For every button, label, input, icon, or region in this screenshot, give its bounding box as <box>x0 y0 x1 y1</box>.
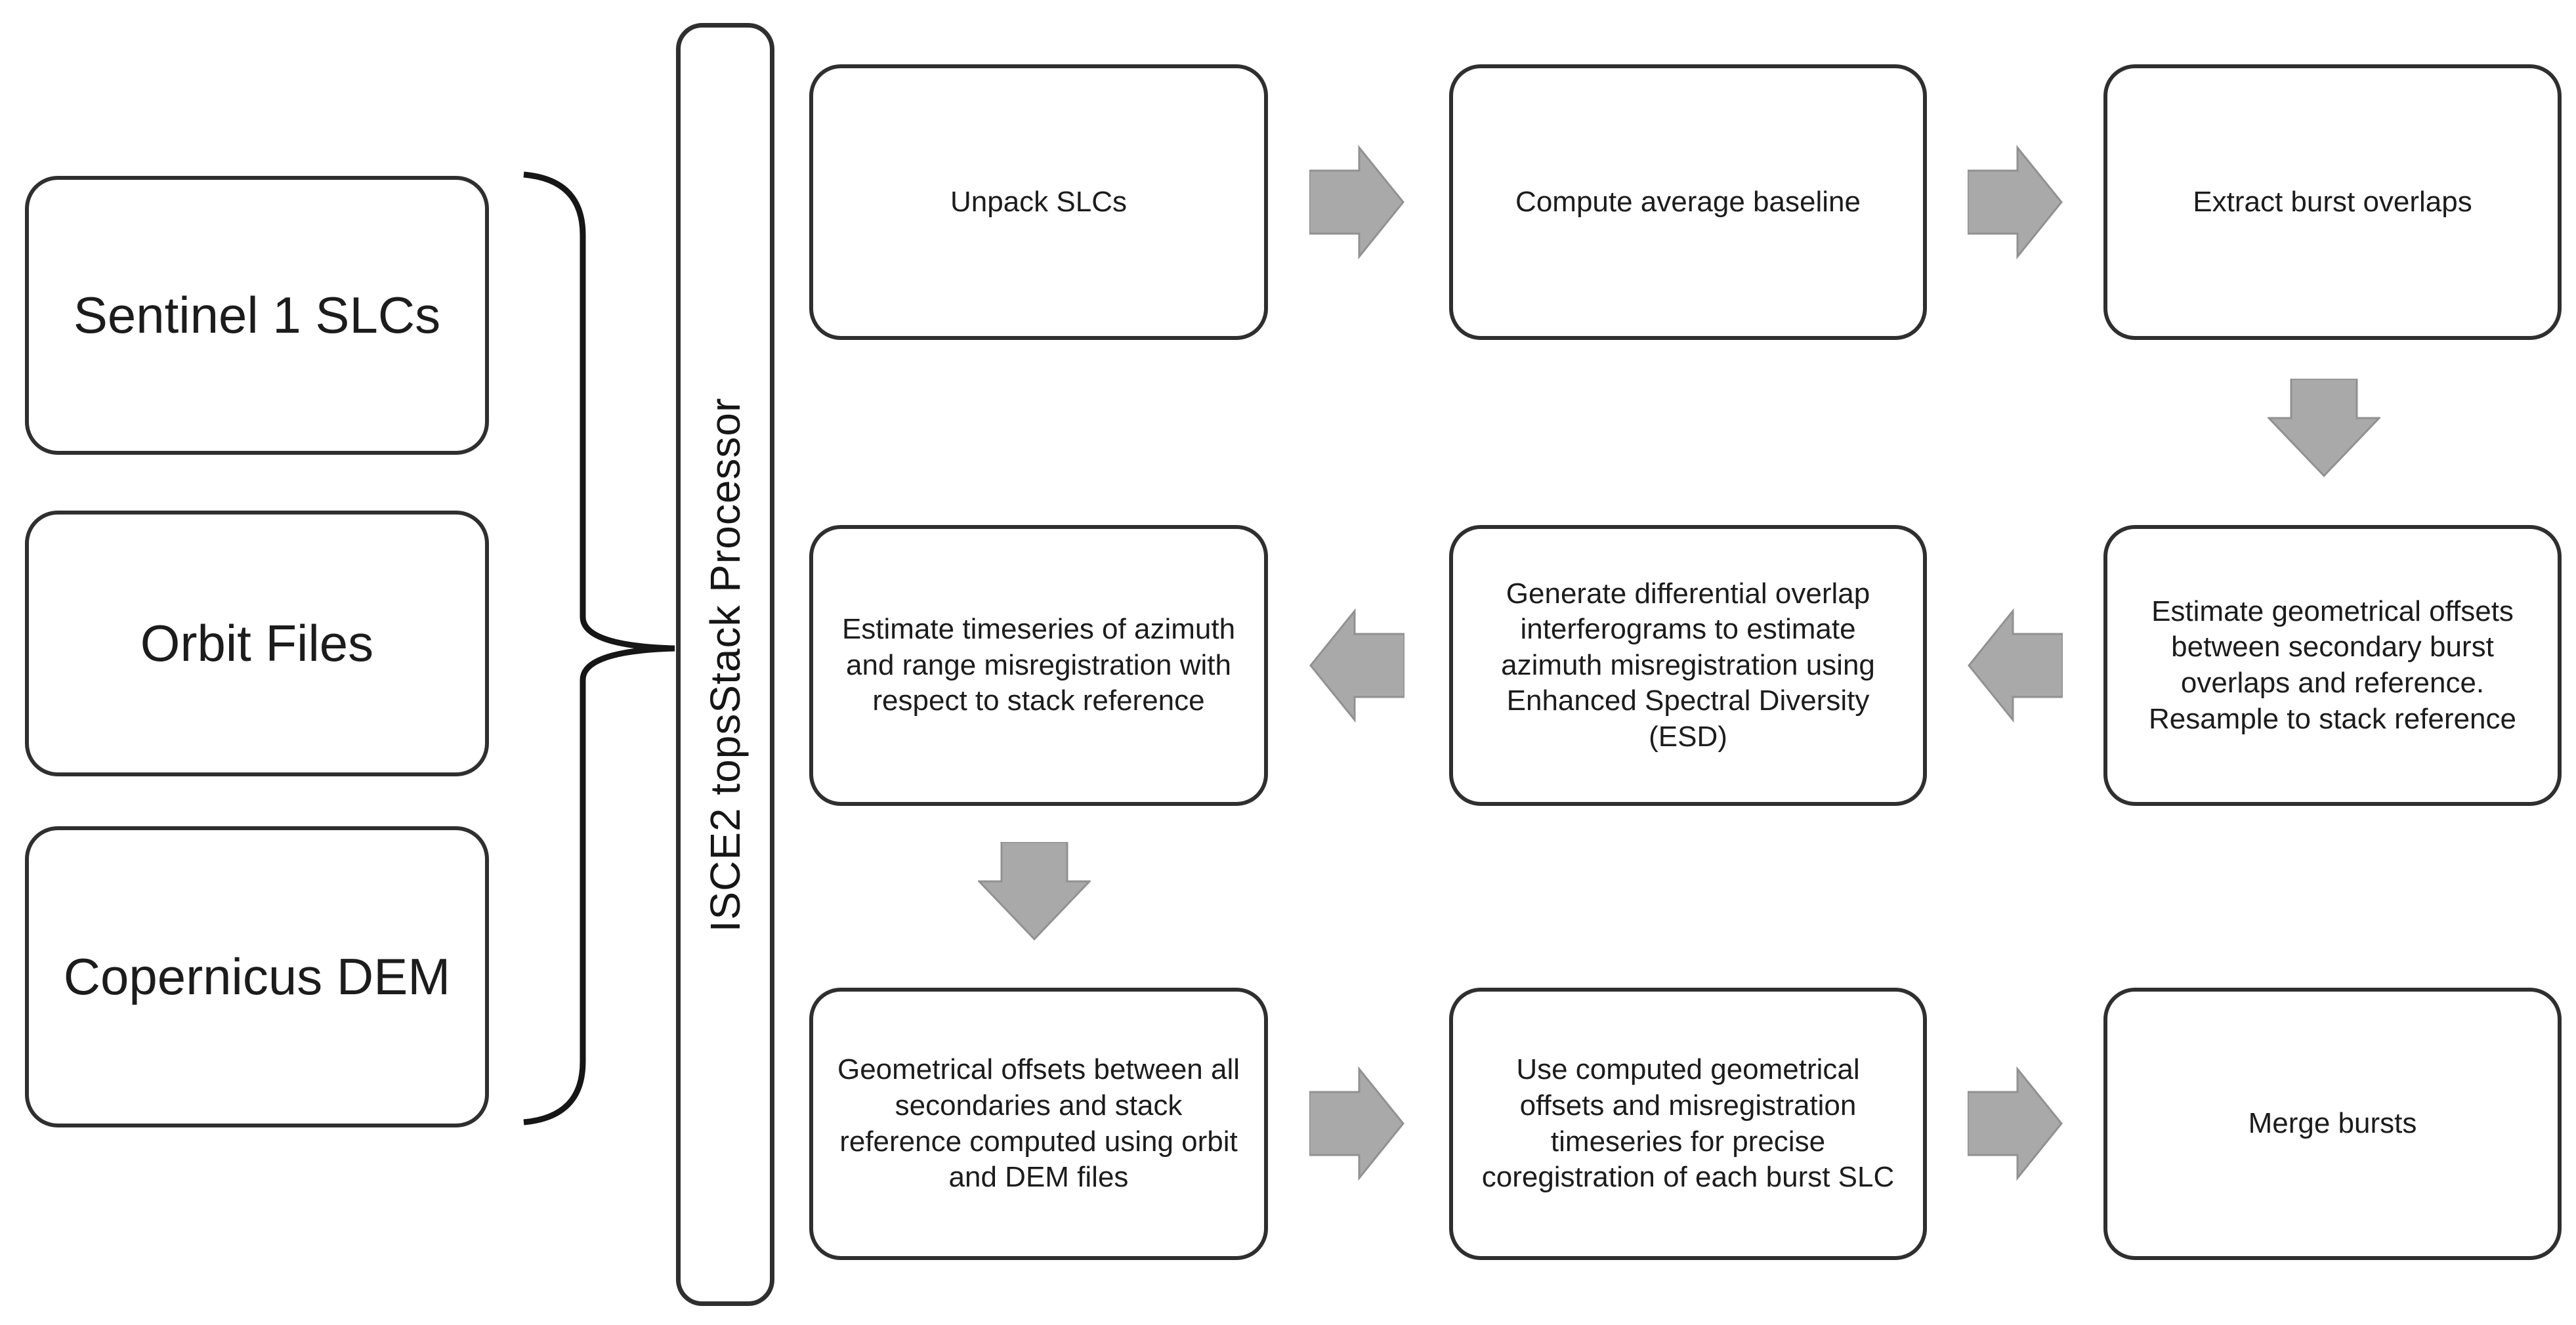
step-label: Merge bursts <box>2248 1107 2417 1140</box>
arrow-left-icon-offsets-to-esd <box>1968 608 2063 723</box>
input-box-label: Orbit Files <box>140 614 374 672</box>
step-label: Estimate timeseries of azimuth and range… <box>841 613 1236 717</box>
arrow-right-icon-unpack-to-baseline <box>1309 144 1404 260</box>
step-label: Estimate geometrical offsets between sec… <box>2148 595 2517 735</box>
step-label: Use computed geometrical offsets and mis… <box>1481 1053 1895 1194</box>
step-extract-burst-overlaps: Extract burst overlaps <box>2103 64 2562 340</box>
input-box-copernicus-dem: Copernicus DEM <box>25 826 489 1127</box>
step-label: Unpack SLCs <box>950 185 1127 218</box>
step-label: Generate differential overlap interferog… <box>1501 577 1875 753</box>
arrow-left-icon-esd-to-timeseries <box>1309 608 1404 723</box>
arrow-down-icon-extract-to-estimate-offsets <box>2268 379 2380 477</box>
step-estimate-timeseries-misregistration: Estimate timeseries of azimuth and range… <box>809 525 1268 806</box>
processor-bar-label: ISCE2 topsStack Processor <box>702 397 749 932</box>
processor-bar: ISCE2 topsStack Processor <box>676 23 774 1306</box>
step-estimate-geometrical-offsets: Estimate geometrical offsets between sec… <box>2103 525 2562 806</box>
step-compute-average-baseline: Compute average baseline <box>1449 64 1927 340</box>
input-box-label: Sentinel 1 SLCs <box>73 285 441 344</box>
arrow-right-icon-baseline-to-extract <box>1968 144 2063 260</box>
grouping-brace-icon <box>523 171 675 1125</box>
step-label: Geometrical offsets between all secondar… <box>837 1053 1240 1194</box>
arrow-right-icon-coregistration-to-merge <box>1968 1066 2063 1181</box>
input-box-sentinel-1-slcs: Sentinel 1 SLCs <box>25 176 489 455</box>
step-merge-bursts: Merge bursts <box>2103 988 2562 1260</box>
step-label: Extract burst overlaps <box>2193 185 2472 218</box>
step-label: Compute average baseline <box>1515 185 1861 218</box>
input-box-orbit-files: Orbit Files <box>25 511 489 776</box>
step-geometrical-offsets-all-secondaries: Geometrical offsets between all secondar… <box>809 988 1268 1260</box>
step-unpack-slcs: Unpack SLCs <box>809 64 1268 340</box>
step-generate-differential-overlap-interferograms: Generate differential overlap interferog… <box>1449 525 1927 806</box>
step-precise-coregistration: Use computed geometrical offsets and mis… <box>1449 988 1927 1260</box>
input-box-label: Copernicus DEM <box>63 947 451 1005</box>
arrow-right-icon-geometrical-to-coregistration <box>1309 1066 1404 1181</box>
arrow-down-icon-timeseries-to-geometrical <box>978 842 1091 940</box>
